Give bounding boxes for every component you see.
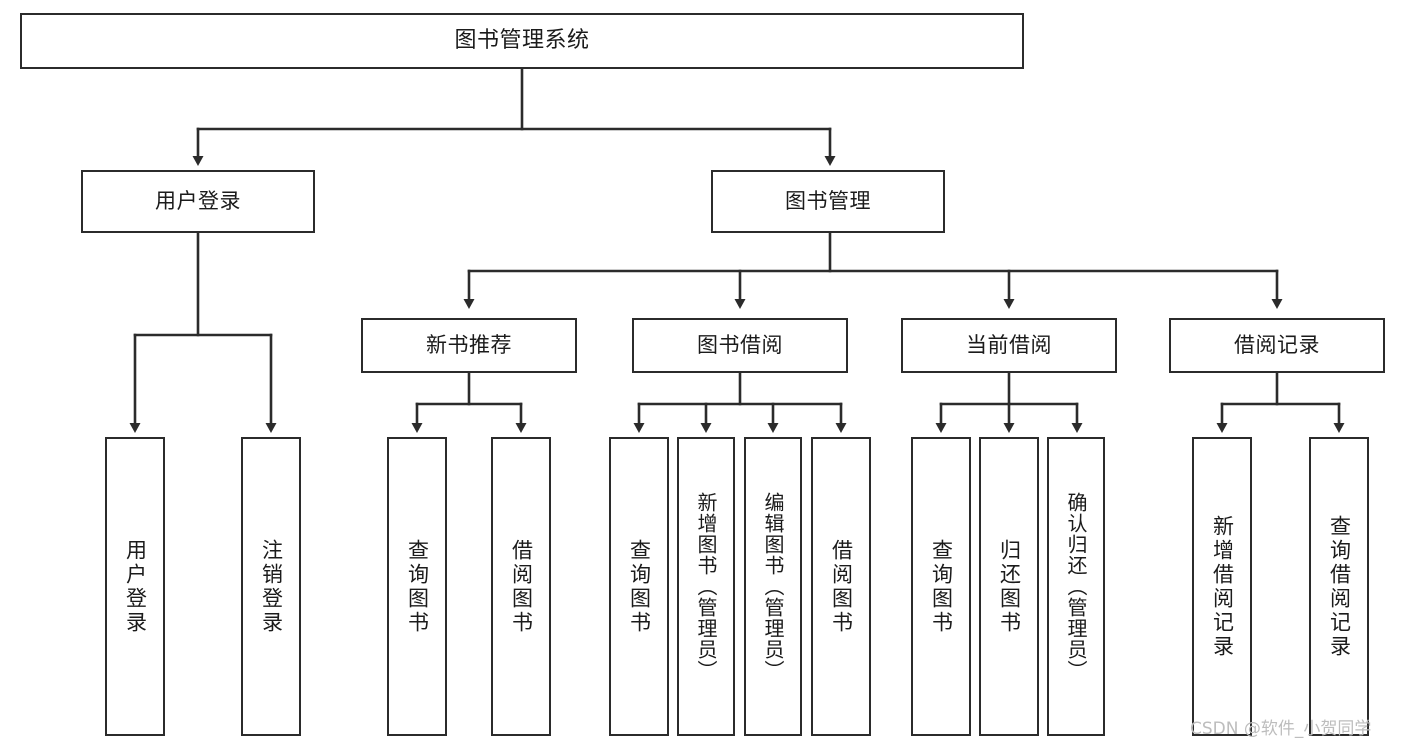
- node-borrow-record[interactable]: 借阅记录: [1169, 318, 1385, 373]
- node-leaf-borrow-book-2-label: 借阅图书: [829, 538, 854, 635]
- node-leaf-query-book-1-label: 查询图书: [405, 538, 430, 635]
- node-leaf-query-record-label: 查询借阅记录: [1327, 514, 1352, 659]
- node-leaf-borrow-book-1-label: 借阅图书: [509, 538, 534, 635]
- node-leaf-add-book[interactable]: 新增图书（管理员）: [677, 437, 735, 736]
- node-leaf-query-book-2-label: 查询图书: [627, 538, 652, 635]
- node-leaf-return-book-label: 归还图书: [997, 538, 1022, 635]
- node-root-label: 图书管理系统: [454, 27, 590, 53]
- node-leaf-query-book-2[interactable]: 查询图书: [609, 437, 669, 736]
- node-leaf-borrow-book-2[interactable]: 借阅图书: [811, 437, 871, 736]
- node-leaf-user-login[interactable]: 用户登录: [105, 437, 165, 736]
- node-book-manage[interactable]: 图书管理: [711, 170, 945, 233]
- node-leaf-confirm-return[interactable]: 确认归还（管理员）: [1047, 437, 1105, 736]
- node-leaf-query-record[interactable]: 查询借阅记录: [1309, 437, 1369, 736]
- node-root[interactable]: 图书管理系统: [20, 13, 1024, 69]
- node-leaf-logout-login-label: 注销登录: [259, 538, 284, 635]
- node-new-book-recommend-label: 新书推荐: [426, 332, 512, 357]
- node-borrow-record-label: 借阅记录: [1234, 332, 1320, 357]
- node-new-book-recommend[interactable]: 新书推荐: [361, 318, 577, 373]
- node-book-borrow[interactable]: 图书借阅: [632, 318, 848, 373]
- node-leaf-query-book-1[interactable]: 查询图书: [387, 437, 447, 736]
- node-user-login[interactable]: 用户登录: [81, 170, 315, 233]
- node-leaf-query-book-3-label: 查询图书: [929, 538, 954, 635]
- node-leaf-logout-login[interactable]: 注销登录: [241, 437, 301, 736]
- node-leaf-add-record[interactable]: 新增借阅记录: [1192, 437, 1252, 736]
- node-book-manage-label: 图书管理: [785, 188, 871, 213]
- node-leaf-user-login-label: 用户登录: [123, 538, 148, 635]
- node-current-borrow[interactable]: 当前借阅: [901, 318, 1117, 373]
- node-leaf-edit-book-label: 编辑图书（管理员）: [761, 492, 785, 681]
- node-user-login-label: 用户登录: [155, 188, 241, 213]
- node-leaf-edit-book[interactable]: 编辑图书（管理员）: [744, 437, 802, 736]
- node-leaf-add-book-label: 新增图书（管理员）: [694, 492, 718, 681]
- node-book-borrow-label: 图书借阅: [697, 332, 783, 357]
- node-current-borrow-label: 当前借阅: [966, 332, 1052, 357]
- node-leaf-confirm-return-label: 确认归还（管理员）: [1064, 492, 1088, 681]
- node-leaf-add-record-label: 新增借阅记录: [1210, 514, 1235, 659]
- node-leaf-query-book-3[interactable]: 查询图书: [911, 437, 971, 736]
- node-leaf-return-book[interactable]: 归还图书: [979, 437, 1039, 736]
- csdn-watermark: CSDN @软件_小贺同学: [1190, 719, 1372, 739]
- node-leaf-borrow-book-1[interactable]: 借阅图书: [491, 437, 551, 736]
